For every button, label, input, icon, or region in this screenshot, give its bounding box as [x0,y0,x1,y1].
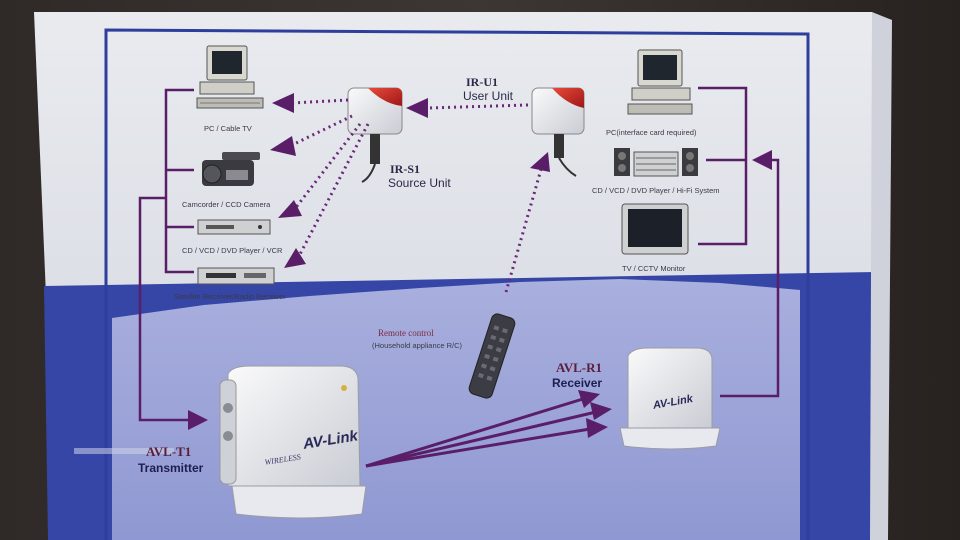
left-feed-line [138,196,196,422]
pc-left-icon [196,45,264,109]
transmit-arrows [365,396,597,468]
right-feed-arrowhead [752,150,772,170]
transmitter-unit [219,365,367,519]
avl-t1-name: Transmitter [138,461,204,475]
box-face-white [34,12,876,296]
dvd-left-icon [197,219,271,235]
camcorder-icon [202,152,260,186]
ir-u1-name: User Unit [463,89,514,103]
label-pc-right: PC(interface card required) [606,128,697,137]
label-hifi: CD / VCD / DVD Player / Hi-Fi System [592,186,720,195]
label-remote-line2: (Household appliance R/C) [372,341,463,350]
satellite-receiver-icon [197,267,275,285]
right-bracket-line [698,86,748,246]
pc-right-icon [627,49,693,115]
left-feed-arrowhead [188,410,208,430]
transmit-arrowheads [578,390,612,438]
ir-arrowheads [270,93,550,268]
avl-r1-code: AVL-R1 [556,360,602,375]
print-smear [74,448,174,454]
ir-s1-name: Source Unit [388,176,451,190]
left-bracket-line [164,88,194,274]
receiver-unit [619,347,721,450]
label-camcorder: Camcorder / CCD Camera [182,200,271,209]
label-tv-cctv: TV / CCTV Monitor [622,264,686,273]
ir-u1-user-unit [531,87,585,177]
ir-dotted-arrows [291,98,544,293]
ir-u1-code: IR-U1 [466,75,498,89]
label-pc-cable-tv: PC / Cable TV [204,124,252,133]
tv-monitor-icon [621,203,689,255]
label-satellite: Satellite Receiver/Radio Receiver [174,292,286,301]
label-dvd-left: CD / VCD / DVD Player / VCR [182,246,283,255]
frame-border [104,28,810,540]
hifi-system-icon [614,148,698,177]
avl-r1-name: Receiver [552,376,603,390]
avl-t1-code: AVL-T1 [146,444,192,459]
ir-s1-source-unit [347,87,403,183]
box-right-edge [870,12,892,540]
ir-s1-code: IR-S1 [390,162,421,176]
remote-control-icon [468,313,516,399]
label-remote-line1: Remote control [378,328,434,338]
